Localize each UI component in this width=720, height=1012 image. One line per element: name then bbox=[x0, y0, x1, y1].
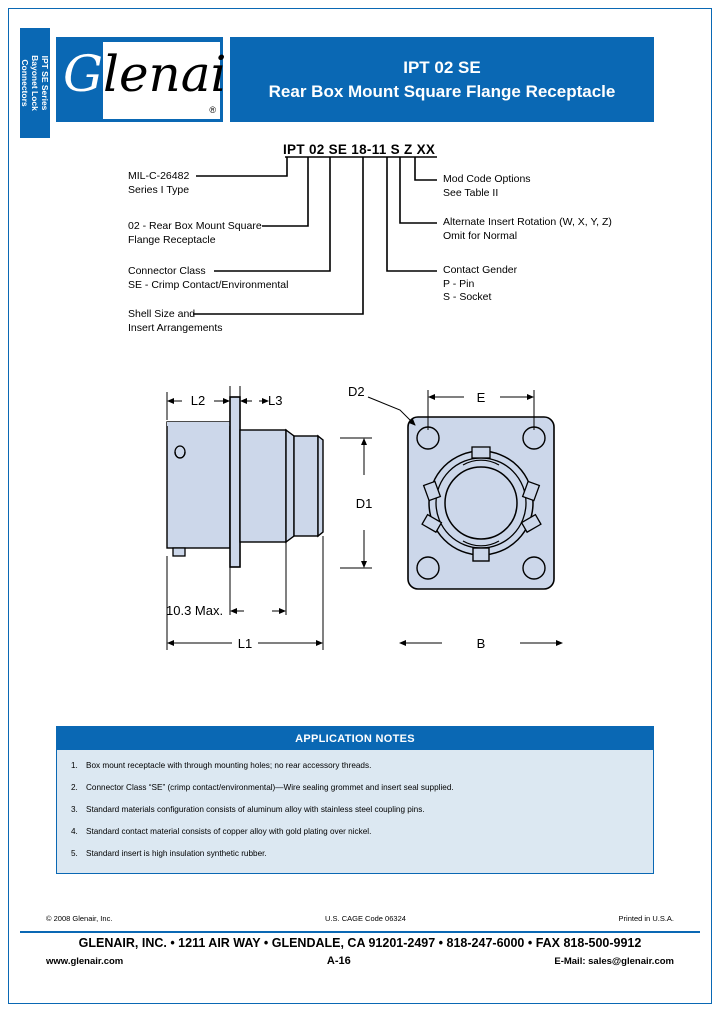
note-text: Connector Class “SE” (crimp contact/envi… bbox=[86, 783, 454, 792]
part-number-breakdown: IPT 02 SE 18-11 S Z XX bbox=[0, 0, 720, 360]
callout-spec-line-1: MIL-C-26482 bbox=[128, 170, 190, 182]
callout-style-line-2: Flange Receptacle bbox=[128, 233, 216, 246]
dim-label-l2: L2 bbox=[191, 393, 205, 408]
note-number: 2. bbox=[71, 783, 78, 792]
callout-rotation-line-1: Alternate Insert Rotation (W, X, Y, Z) bbox=[443, 216, 612, 228]
side-tab-ipt-se-series: IPT SE Series Bayonet Lock Connectors bbox=[20, 28, 50, 138]
callout-class-line-1: Connector Class bbox=[128, 265, 206, 277]
callout-gender-line-3: S - Socket bbox=[443, 291, 492, 303]
dim-d1 bbox=[340, 437, 372, 569]
footer-address: GLENAIR, INC. • 1211 AIR WAY • GLENDALE,… bbox=[78, 936, 642, 950]
note-text: Standard insert is high insulation synth… bbox=[86, 849, 267, 858]
application-notes-panel: APPLICATION NOTES 1. Box mount receptacl… bbox=[56, 726, 654, 874]
footer-printed-in: Printed in U.S.A. bbox=[618, 914, 674, 923]
footer-cage-code: U.S. CAGE Code 06324 bbox=[325, 914, 406, 923]
note-number: 3. bbox=[71, 805, 78, 814]
callout-insert-rotation: Alternate Insert Rotation (W, X, Y, Z) O… bbox=[443, 216, 612, 243]
callout-shell-line-1: Shell Size and bbox=[128, 308, 196, 320]
footer-meta: © 2008 Glenair, Inc. U.S. CAGE Code 0632… bbox=[46, 914, 674, 923]
callout-shell-size: Shell Size and Insert Arrangements bbox=[128, 308, 223, 335]
dim-l2 bbox=[166, 386, 231, 420]
dim-l1 bbox=[166, 536, 324, 650]
master-keyway bbox=[472, 547, 490, 562]
note-item: 2. Connector Class “SE” (crimp contact/e… bbox=[71, 783, 639, 793]
footer-divider bbox=[20, 931, 700, 933]
footer-website-link[interactable]: www.glenair.com bbox=[46, 955, 124, 967]
note-text: Box mount receptacle with through mounti… bbox=[86, 761, 372, 770]
bayonet-lug-left-upper bbox=[422, 480, 442, 502]
application-notes-list: 1. Box mount receptacle with through mou… bbox=[57, 750, 653, 859]
note-item: 1. Box mount receptacle with through mou… bbox=[71, 761, 639, 771]
callout-contact-gender: Contact Gender P - Pin S - Socket bbox=[443, 264, 517, 305]
note-number: 5. bbox=[71, 849, 78, 858]
callout-style: 02 - Rear Box Mount Square Flange Recept… bbox=[128, 220, 262, 247]
page-header: IPT 02 SE Rear Box Mount Square Flange R… bbox=[230, 37, 654, 122]
drawing-svg: L2 L3 10.3 Max. L1 bbox=[166, 384, 563, 651]
callout-mod-line-1: Mod Code Options bbox=[443, 173, 531, 185]
note-text: Standard materials configuration consist… bbox=[86, 805, 425, 814]
dim-d2 bbox=[367, 396, 416, 426]
dim-label-d1: D1 bbox=[356, 496, 373, 511]
logo-white-panel bbox=[103, 42, 220, 119]
dim-label-b: B bbox=[477, 636, 486, 651]
callout-style-line-1: 02 - Rear Box Mount Square bbox=[128, 220, 262, 232]
callout-rotation-line-2: Omit for Normal bbox=[443, 229, 518, 242]
note-number: 1. bbox=[71, 761, 78, 770]
logo-rest: lenair bbox=[102, 45, 251, 103]
footer-links: www.glenair.com A-16 E-Mail: sales@glena… bbox=[46, 955, 674, 967]
header-subtitle: Rear Box Mount Square Flange Receptacle bbox=[268, 81, 616, 101]
header-title: IPT 02 SE bbox=[403, 57, 481, 77]
bayonet-lug-left-lower bbox=[421, 513, 443, 534]
callout-shell-line-2: Insert Arrangements bbox=[128, 321, 223, 334]
note-number: 4. bbox=[71, 827, 78, 836]
callout-spec-line-2: Series I Type bbox=[128, 183, 190, 196]
footer-email-link[interactable]: E-Mail: sales@glenair.com bbox=[554, 955, 674, 967]
callout-spec: MIL-C-26482 Series I Type bbox=[128, 170, 189, 197]
part-number-leader-lines bbox=[193, 156, 437, 315]
mounting-hole-br bbox=[522, 556, 546, 580]
callout-gender-line-2: P - Pin bbox=[443, 277, 475, 290]
bayonet-lug-right-upper bbox=[521, 480, 541, 502]
technical-drawings: L2 L3 10.3 Max. L1 bbox=[0, 370, 720, 680]
note-item: 4. Standard contact material consists of… bbox=[71, 827, 639, 837]
callout-class-line-2: SE - Crimp Contact/Environmental bbox=[128, 278, 289, 291]
dim-label-10-3-max: 10.3 Max. bbox=[166, 603, 223, 618]
insert-bore bbox=[444, 466, 518, 540]
footer-copyright: © 2008 Glenair, Inc. bbox=[46, 914, 113, 923]
dim-10-3-max bbox=[229, 542, 287, 615]
page-border bbox=[8, 8, 712, 1004]
dim-label-l1: L1 bbox=[238, 636, 252, 651]
dim-l3 bbox=[239, 386, 269, 420]
dim-label-d2: D2 bbox=[348, 384, 365, 399]
dim-label-l3: L3 bbox=[268, 393, 282, 408]
part-number-string: IPT 02 SE 18-11 S Z XX bbox=[283, 142, 436, 157]
dim-e bbox=[427, 390, 535, 430]
note-text: Standard contact material consists of co… bbox=[86, 827, 372, 836]
front-view-group bbox=[407, 416, 555, 590]
dim-label-e: E bbox=[477, 390, 486, 405]
callout-gender-line-1: Contact Gender bbox=[443, 264, 518, 276]
footer-page-number: A-16 bbox=[326, 955, 351, 967]
callout-connector-class: Connector Class SE - Crimp Contact/Envir… bbox=[128, 265, 288, 292]
bayonet-lug-right-lower bbox=[520, 513, 542, 534]
side-view-group bbox=[166, 396, 324, 568]
note-item: 3. Standard materials configuration cons… bbox=[71, 805, 639, 815]
note-item: 5. Standard insert is high insulation sy… bbox=[71, 849, 639, 859]
callout-mod-code: Mod Code Options See Table II bbox=[443, 173, 531, 200]
bayonet-lug-top bbox=[471, 446, 491, 459]
logo-initial: G bbox=[63, 45, 103, 103]
mounting-hole-tl bbox=[416, 426, 440, 450]
registered-trademark-icon: ® bbox=[209, 105, 216, 115]
logo-wordmark: Glenair bbox=[63, 49, 250, 99]
glenair-logo: Glenair ® bbox=[56, 37, 250, 122]
mounting-hole-bl bbox=[416, 556, 440, 580]
callout-mod-line-2: See Table II bbox=[443, 186, 499, 199]
mounting-hole-tr bbox=[522, 426, 546, 450]
application-notes-title: APPLICATION NOTES bbox=[57, 727, 653, 750]
